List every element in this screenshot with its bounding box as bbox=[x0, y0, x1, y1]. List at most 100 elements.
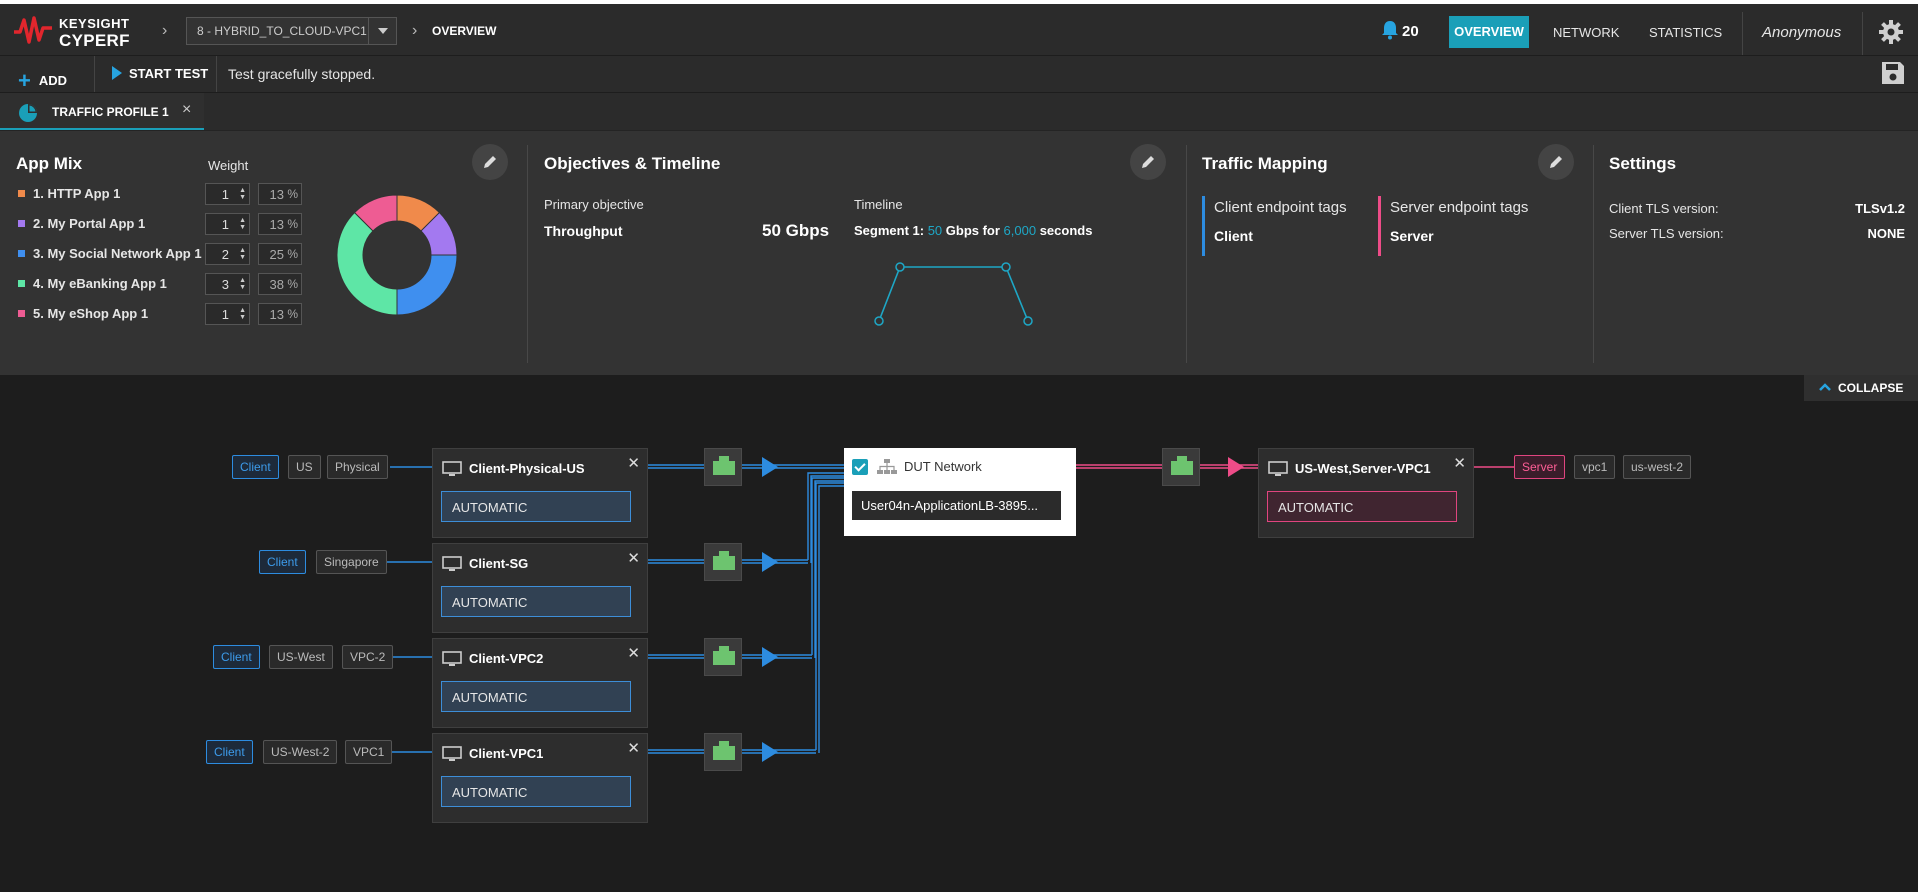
tag-client[interactable]: Client bbox=[213, 645, 260, 669]
weight-stepper[interactable]: 2▲▼ bbox=[205, 243, 250, 265]
ip-value: AUTOMATIC bbox=[452, 785, 528, 800]
tag-region[interactable]: US-West-2 bbox=[263, 740, 338, 764]
divider bbox=[1862, 12, 1863, 56]
nav-statistics[interactable]: STATISTICS bbox=[1649, 25, 1723, 40]
collapse-button[interactable]: COLLAPSE bbox=[1804, 375, 1918, 401]
section-divider bbox=[1593, 145, 1594, 363]
network-connector-icon[interactable] bbox=[704, 448, 742, 486]
dut-network-node[interactable]: DUT Network User04n-ApplicationLB-3895..… bbox=[844, 448, 1076, 536]
ip-value: AUTOMATIC bbox=[1278, 500, 1354, 515]
close-icon[interactable]: ✕ bbox=[627, 740, 640, 757]
edit-traffic-mapping-button[interactable] bbox=[1538, 144, 1574, 180]
chevron-down-icon[interactable] bbox=[368, 18, 396, 44]
keysight-wave-icon bbox=[14, 16, 52, 44]
weight-stepper[interactable]: 1▲▼ bbox=[205, 213, 250, 235]
stepper-arrows-icon[interactable]: ▲▼ bbox=[239, 217, 246, 231]
edit-app-mix-button[interactable] bbox=[472, 144, 508, 180]
tag-type[interactable]: Physical bbox=[327, 455, 388, 479]
client-node[interactable]: Client-VPC1 ✕ AUTOMATIC bbox=[432, 733, 648, 823]
gear-icon[interactable] bbox=[1878, 19, 1904, 45]
tag-vpc[interactable]: vpc1 bbox=[1574, 455, 1616, 479]
network-connector-icon[interactable] bbox=[1162, 448, 1200, 486]
ip-field[interactable]: AUTOMATIC bbox=[1267, 491, 1457, 522]
server-node[interactable]: US-West,Server-VPC1 ✕ AUTOMATIC bbox=[1258, 448, 1474, 538]
stepper-arrows-icon[interactable]: ▲▼ bbox=[239, 187, 246, 201]
ip-field[interactable]: AUTOMATIC bbox=[441, 681, 631, 712]
user-name[interactable]: Anonymous bbox=[1762, 24, 1842, 41]
ip-field[interactable]: AUTOMATIC bbox=[441, 776, 631, 807]
percent-value: 13 bbox=[269, 187, 284, 202]
monitor-icon bbox=[442, 461, 462, 476]
save-icon[interactable] bbox=[1880, 60, 1906, 86]
tag-client[interactable]: Client bbox=[232, 455, 279, 479]
network-connector-icon[interactable] bbox=[704, 638, 742, 676]
close-icon[interactable]: ✕ bbox=[627, 550, 640, 567]
settings-row: Server TLS version: NONE bbox=[1609, 226, 1905, 246]
weight-stepper[interactable]: 1 ▲▼ bbox=[205, 183, 250, 205]
weight-value: 1 bbox=[221, 187, 229, 202]
chevron-right-icon: › bbox=[412, 22, 418, 39]
session-name: 8 - HYBRID_TO_CLOUD-VPC1 bbox=[197, 24, 367, 38]
topology-canvas[interactable]: COLLAPSE Client US bbox=[0, 375, 1918, 892]
network-connector-icon[interactable] bbox=[704, 543, 742, 581]
nav-network[interactable]: NETWORK bbox=[1553, 25, 1620, 40]
donut-slice-3 bbox=[396, 254, 458, 316]
start-test-button[interactable]: START TEST bbox=[112, 66, 208, 81]
section-divider bbox=[1186, 145, 1187, 363]
settings-title: Settings bbox=[1609, 154, 1677, 173]
close-icon[interactable]: ✕ bbox=[627, 645, 640, 662]
weight-stepper[interactable]: 1▲▼ bbox=[205, 303, 250, 325]
stepper-arrows-icon[interactable]: ▲▼ bbox=[239, 277, 246, 291]
connector-shape bbox=[713, 741, 735, 760]
close-icon[interactable]: × bbox=[182, 101, 192, 118]
client-node[interactable]: Client-Physical-US ✕ AUTOMATIC bbox=[432, 448, 648, 538]
setting-key: Server TLS version: bbox=[1609, 226, 1724, 241]
close-icon[interactable]: ✕ bbox=[627, 455, 640, 472]
divider bbox=[216, 56, 217, 92]
server-tags-header: Server endpoint tags bbox=[1390, 199, 1529, 216]
percent-field: 38% bbox=[258, 273, 302, 295]
setting-value: TLSv1.2 bbox=[1855, 201, 1905, 216]
weight-stepper[interactable]: 3▲▼ bbox=[205, 273, 250, 295]
close-icon[interactable]: ✕ bbox=[1453, 455, 1466, 472]
client-node[interactable]: Client-SG ✕ AUTOMATIC bbox=[432, 543, 648, 633]
primary-objective-label: Primary objective bbox=[544, 197, 644, 212]
tag-client[interactable]: Client bbox=[206, 740, 253, 764]
segment-prefix: Segment 1: bbox=[854, 223, 928, 238]
percent-value: 38 bbox=[269, 277, 284, 292]
ip-field[interactable]: AUTOMATIC bbox=[441, 586, 631, 617]
color-swatch bbox=[18, 190, 25, 197]
bell-icon[interactable] bbox=[1381, 20, 1399, 40]
node-title: Client-Physical-US bbox=[469, 461, 585, 476]
stepper-arrows-icon[interactable]: ▲▼ bbox=[239, 307, 246, 321]
dut-value-field[interactable]: User04n-ApplicationLB-3895... bbox=[852, 491, 1061, 520]
tag-client[interactable]: Client bbox=[259, 550, 306, 574]
tag-region[interactable]: us-west-2 bbox=[1623, 455, 1692, 479]
ip-value: AUTOMATIC bbox=[452, 500, 528, 515]
monitor-icon bbox=[442, 746, 462, 761]
tag-vpc[interactable]: VPC-2 bbox=[342, 645, 394, 669]
brand-line2: CYPERF bbox=[59, 31, 130, 50]
notification-count[interactable]: 20 bbox=[1402, 23, 1419, 40]
tag-region[interactable]: US-West bbox=[269, 645, 333, 669]
nav-overview[interactable]: OVERVIEW bbox=[1449, 16, 1529, 48]
ip-field[interactable]: AUTOMATIC bbox=[441, 491, 631, 522]
session-select[interactable]: 8 - HYBRID_TO_CLOUD-VPC1 bbox=[186, 17, 397, 45]
network-connector-icon[interactable] bbox=[704, 733, 742, 771]
node-title: Client-VPC2 bbox=[469, 651, 544, 666]
app-row: 1. HTTP App 1 1▲▼ 13% bbox=[18, 183, 318, 205]
tag-vpc[interactable]: VPC1 bbox=[345, 740, 393, 764]
add-button[interactable]: +ADD bbox=[18, 65, 67, 93]
percent-value: 13 bbox=[269, 307, 284, 322]
tab-traffic-profile-1[interactable]: TRAFFIC PROFILE 1 × bbox=[0, 93, 204, 131]
tag-server[interactable]: Server bbox=[1514, 455, 1566, 479]
stepper-arrows-icon[interactable]: ▲▼ bbox=[239, 247, 246, 261]
dut-checkbox[interactable] bbox=[852, 459, 868, 475]
ip-value: AUTOMATIC bbox=[452, 690, 528, 705]
edit-objectives-button[interactable] bbox=[1130, 144, 1166, 180]
tag-region[interactable]: US bbox=[288, 455, 321, 479]
tag-region[interactable]: Singapore bbox=[316, 550, 387, 574]
client-node[interactable]: Client-VPC2 ✕ AUTOMATIC bbox=[432, 638, 648, 728]
segment-suffix: seconds bbox=[1036, 223, 1093, 238]
toolbar: +ADD START TEST Test gracefully stopped. bbox=[0, 55, 1918, 93]
